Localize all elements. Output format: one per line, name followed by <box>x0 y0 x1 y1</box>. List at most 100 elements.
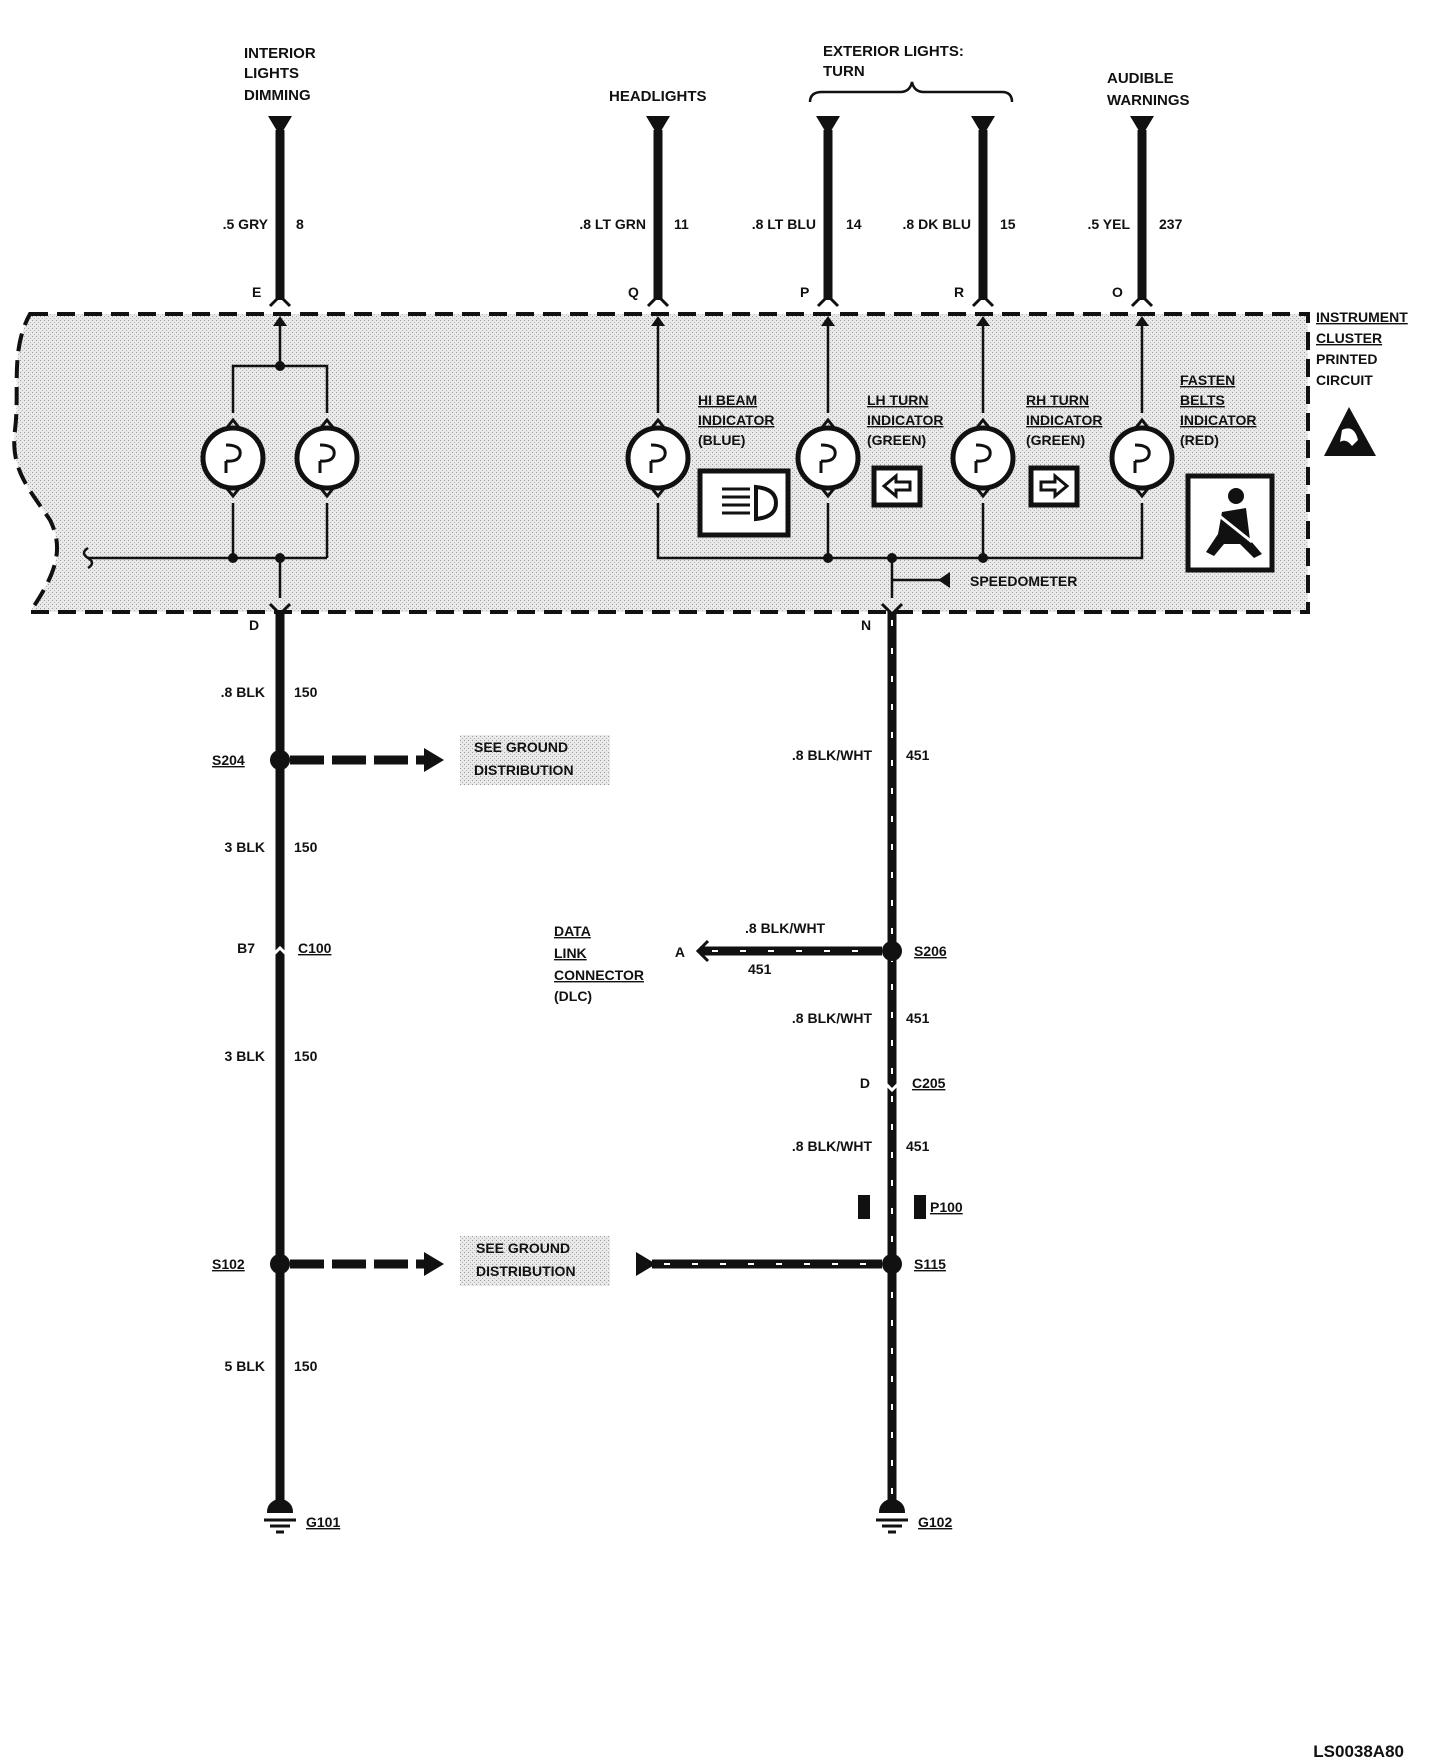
pin-n-right: N <box>861 617 871 633</box>
wire-r <box>971 116 995 300</box>
right-w2-gauge: .8 BLK/WHT <box>792 1010 873 1026</box>
dlc-label-1: DATA <box>554 923 591 939</box>
wire-r-gauge: .8 DK BLU <box>903 216 971 232</box>
lh-turn-label-2: INDICATOR <box>867 412 943 428</box>
wire-o-circuit: 237 <box>1159 216 1183 232</box>
c100-label: C100 <box>298 940 332 956</box>
cluster-label-3: PRINTED <box>1316 351 1377 367</box>
s115-splice <box>882 1254 902 1274</box>
interior-label-2: LIGHTS <box>244 65 299 82</box>
hi-beam-label-1: HI BEAM <box>698 392 757 408</box>
lh-turn-arrow-icon <box>871 465 923 508</box>
c100-pin: B7 <box>237 940 255 956</box>
left-w2-circuit: 150 <box>294 839 318 855</box>
right-w2-circuit: 451 <box>906 1010 930 1026</box>
c205-pin: D <box>860 1075 870 1091</box>
p100-passthrough <box>858 1195 926 1219</box>
turn-brace <box>808 81 1014 103</box>
c100-connector <box>268 945 292 960</box>
wire-p-gauge: .8 LT BLU <box>752 216 816 232</box>
see-ground-2-line2: DISTRIBUTION <box>476 1263 576 1279</box>
fasten-label-1: FASTEN <box>1180 372 1235 388</box>
fasten-label-2: BELTS <box>1180 392 1225 408</box>
figure-code: LS0038A80 <box>1313 1742 1404 1761</box>
s204-ground-branch <box>290 748 444 772</box>
cluster-label-4: CIRCUIT <box>1316 372 1373 388</box>
wire-e-gauge: .5 GRY <box>223 216 269 232</box>
bulb-fasten-belts <box>1109 417 1175 499</box>
dlc-circuit: 451 <box>748 961 772 977</box>
headlights-label: HEADLIGHTS <box>609 88 707 105</box>
s204-splice <box>270 750 290 770</box>
bulb-dimming-1 <box>200 417 266 499</box>
lh-turn-label-1: LH TURN <box>867 392 928 408</box>
pin-p: P <box>800 284 809 300</box>
wire-break-mark <box>82 546 94 570</box>
audible-label-2: WARNINGS <box>1107 92 1190 109</box>
see-ground-box-1 <box>460 735 610 785</box>
fasten-label-3: INDICATOR <box>1180 412 1256 428</box>
bulb-hi-beam <box>625 417 691 499</box>
s115-ground-branch <box>636 1252 882 1276</box>
esd-warning-icon <box>1324 407 1376 456</box>
left-w1-gauge: .8 BLK <box>221 684 265 700</box>
dlc-gauge: .8 BLK/WHT <box>745 920 826 936</box>
audible-label-1: AUDIBLE <box>1107 70 1174 87</box>
fasten-label-4: (RED) <box>1180 432 1219 448</box>
wire-e-circuit: 8 <box>296 216 304 232</box>
hi-beam-icon <box>697 468 791 538</box>
hi-beam-label-2: INDICATOR <box>698 412 774 428</box>
bulb-dimming-2 <box>294 417 360 499</box>
g101-ground-icon <box>264 1499 296 1534</box>
s204-label: S204 <box>212 752 245 768</box>
speedometer-label: SPEEDOMETER <box>970 573 1077 589</box>
rh-turn-label-1: RH TURN <box>1026 392 1089 408</box>
bulb-rh-turn <box>950 417 1016 499</box>
see-ground-1-line2: DISTRIBUTION <box>474 762 574 778</box>
wire-p <box>816 116 840 300</box>
s102-splice <box>270 1254 290 1274</box>
interior-label-1: INTERIOR <box>244 45 316 62</box>
c205-connector <box>880 1078 904 1093</box>
wire-e <box>268 116 292 300</box>
right-w1-circuit: 451 <box>906 747 930 763</box>
left-w4-circuit: 150 <box>294 1358 318 1374</box>
top-connectors <box>268 293 1154 308</box>
exterior-label-1: EXTERIOR LIGHTS: <box>823 43 964 60</box>
left-w3-gauge: 3 BLK <box>225 1048 265 1064</box>
hi-beam-label-3: (BLUE) <box>698 432 745 448</box>
s206-label: S206 <box>914 943 947 959</box>
exterior-label-2: TURN <box>823 63 865 80</box>
p100-label: P100 <box>930 1199 963 1215</box>
pin-q: Q <box>628 284 639 300</box>
pin-e: E <box>252 284 261 300</box>
rh-turn-label-3: (GREEN) <box>1026 432 1085 448</box>
wire-o <box>1130 116 1154 300</box>
g101-label: G101 <box>306 1514 340 1530</box>
dlc-label-4: (DLC) <box>554 988 592 1004</box>
wire-r-circuit: 15 <box>1000 216 1016 232</box>
bulb-lh-turn <box>795 417 861 499</box>
g102-label: G102 <box>918 1514 952 1530</box>
dlc-label-2: LINK <box>554 945 587 961</box>
interior-label-3: DIMMING <box>244 87 311 104</box>
pin-d-left: D <box>249 617 259 633</box>
right-w1-gauge: .8 BLK/WHT <box>792 747 873 763</box>
rh-turn-arrow-icon <box>1028 465 1080 508</box>
left-w1-circuit: 150 <box>294 684 318 700</box>
wire-q-gauge: .8 LT GRN <box>579 216 646 232</box>
s115-label: S115 <box>914 1256 946 1272</box>
left-w4-gauge: 5 BLK <box>225 1358 265 1374</box>
left-w3-circuit: 150 <box>294 1048 318 1064</box>
cluster-internal-arrows <box>273 316 1149 588</box>
right-w3-circuit: 451 <box>906 1138 930 1154</box>
left-w2-gauge: 3 BLK <box>225 839 265 855</box>
s102-label: S102 <box>212 1256 245 1272</box>
cluster-junction-dots <box>228 361 988 563</box>
lh-turn-label-3: (GREEN) <box>867 432 926 448</box>
rh-turn-label-2: INDICATOR <box>1026 412 1102 428</box>
s102-ground-branch <box>290 1252 444 1276</box>
pin-o: O <box>1112 284 1123 300</box>
dlc-label-3: CONNECTOR <box>554 967 644 983</box>
